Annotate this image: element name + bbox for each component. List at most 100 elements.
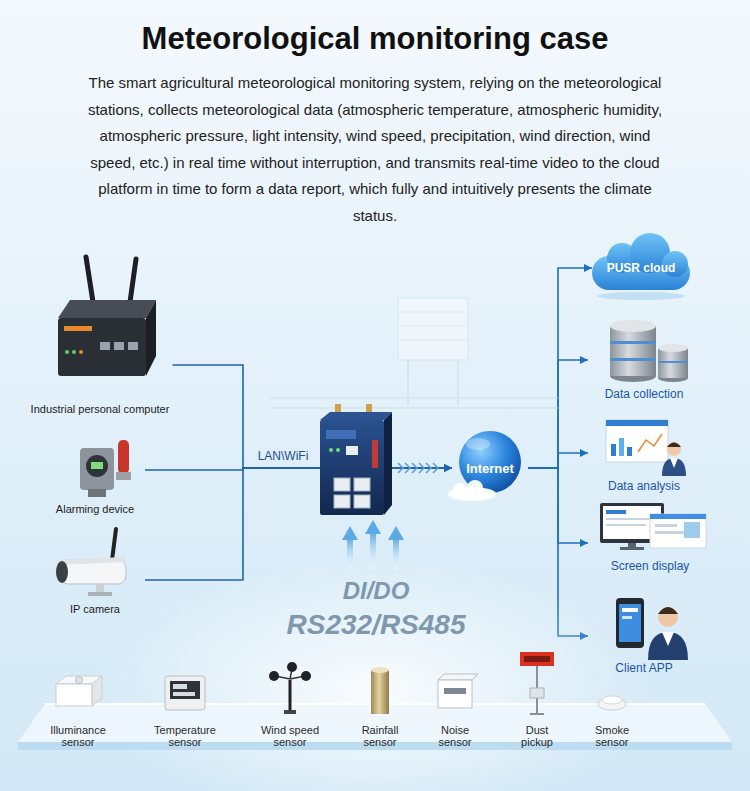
industrial-pc-icon-part — [128, 342, 138, 350]
sensor-node: Temperature sensor — [148, 660, 222, 748]
device-node: IP camera — [45, 525, 145, 618]
router-icon-part — [320, 420, 384, 515]
ground-glow — [95, 560, 655, 791]
screen-display-icon-part — [606, 518, 656, 520]
globe-icon-part — [453, 483, 467, 497]
screen-display-icon-part — [650, 514, 706, 548]
smoke-sensor-icon-part — [602, 696, 622, 704]
page-title: Meteorological monitoring case — [0, 18, 750, 60]
weather-station-backdrop — [270, 298, 560, 408]
connector-line — [528, 453, 588, 468]
connector — [173, 365, 453, 472]
database-icon-part — [610, 341, 656, 344]
weather-station-backdrop-part — [398, 340, 468, 341]
alarm-device-icon-part — [88, 489, 106, 497]
client-app-icon-part — [622, 608, 638, 612]
sensor-node: Dust pickup — [512, 660, 562, 748]
router-icon-part — [334, 478, 350, 491]
wind-speed-sensor-icon-part — [287, 662, 297, 672]
signal-label: RS232/RS485 — [286, 609, 465, 641]
connector — [528, 356, 588, 468]
signal-arrows-part — [393, 538, 399, 570]
data-analysis-icon-part — [638, 434, 662, 452]
node-label: Industrial personal computer — [31, 402, 170, 416]
ip-camera-icon-part — [88, 592, 112, 596]
arrow-head — [580, 449, 588, 457]
router-icon-part — [334, 495, 350, 508]
alarm-device-icon-part — [116, 472, 131, 480]
alarm-device-icon-part — [86, 455, 108, 477]
wind-speed-sensor-icon-part — [301, 671, 311, 681]
sensor-node: Wind speed sensor — [255, 660, 325, 748]
noise-sensor-icon-part — [444, 688, 466, 694]
client-app-icon-part — [622, 616, 632, 619]
signal-label: DI/DO — [343, 577, 410, 605]
data-analysis-icon-part — [662, 458, 686, 476]
sensor-node: Rainfall sensor — [349, 660, 411, 748]
arrow-head — [584, 264, 592, 272]
node-label: Rainfall sensor — [349, 724, 411, 748]
arrow-head — [580, 356, 588, 364]
weather-station-backdrop-part — [398, 312, 468, 313]
industrial-pc-icon-part — [130, 259, 136, 302]
temperature-sensor-icon-part — [170, 681, 200, 699]
device-node: Industrial personal computer — [28, 250, 173, 418]
connector-line — [528, 360, 588, 468]
client-app-icon-part — [662, 632, 674, 646]
temperature-sensor-icon — [165, 676, 205, 710]
interface-label: LAN\WiFi — [258, 449, 309, 463]
noise-sensor-icon-part — [438, 674, 478, 680]
industrial-pc-icon — [58, 257, 156, 376]
node-label: Illuminance sensor — [43, 724, 113, 748]
node-label: Data analysis — [608, 479, 680, 494]
database-icon-part — [610, 358, 656, 361]
node-label: IP camera — [70, 602, 120, 616]
data-analysis-icon-part — [667, 443, 681, 448]
ip-camera-icon-part — [56, 561, 68, 583]
data-flow-chevrons-part — [426, 463, 431, 473]
cloud-shape-part — [597, 292, 685, 300]
industrial-pc-icon-part — [65, 350, 69, 354]
data-flow-chevrons-part — [398, 463, 403, 473]
database-icon — [610, 320, 688, 382]
screen-display-icon-part — [650, 514, 706, 519]
arrow-head — [444, 464, 452, 472]
globe-icon-part — [466, 438, 490, 450]
data-analysis-icon-part — [627, 447, 632, 456]
alarm-device-icon-part — [118, 440, 129, 474]
dust-pickup-icon-part — [530, 713, 544, 715]
illuminance-sensor-icon-part — [56, 684, 92, 706]
industrial-pc-icon-part — [79, 350, 83, 354]
router-icon-part — [329, 448, 333, 452]
router-icon — [320, 404, 392, 515]
industrial-pc-icon-part — [114, 342, 124, 350]
node-label: Smoke sensor — [581, 724, 643, 748]
database-icon-part — [610, 320, 656, 332]
sensor-node: Illuminance sensor — [43, 660, 113, 748]
node-label: Wind speed sensor — [255, 724, 325, 748]
service-node: Data analysis — [588, 414, 700, 496]
dust-pickup-icon-part — [530, 688, 544, 698]
illuminance-sensor-icon-part — [92, 676, 102, 706]
wind-speed-sensor-icon-part — [284, 710, 296, 714]
data-analysis-icon-part — [619, 438, 624, 456]
arrow-head — [580, 539, 588, 547]
noise-sensor-icon — [438, 674, 478, 708]
noise-sensor-icon-part — [438, 680, 472, 708]
signal-arrows-part — [342, 526, 358, 540]
node-label: Internet — [466, 461, 514, 476]
ip-camera-icon-part — [56, 557, 126, 565]
signal-arrows-part — [365, 520, 381, 534]
database-icon-part — [658, 361, 688, 363]
screen-display-icon-part — [606, 524, 646, 526]
rainfall-sensor-icon — [371, 667, 389, 714]
node-label: PUSR cloud — [607, 261, 676, 276]
alarm-device-icon-part — [80, 448, 114, 490]
intro-paragraph: The smart agricultural meteorological mo… — [75, 70, 675, 229]
router-icon-part — [354, 478, 370, 491]
globe-icon-part — [467, 480, 483, 496]
wind-speed-sensor-icon-part — [269, 671, 279, 681]
data-analysis-icon-part — [670, 458, 678, 468]
ip-camera-icon-part — [96, 584, 104, 593]
